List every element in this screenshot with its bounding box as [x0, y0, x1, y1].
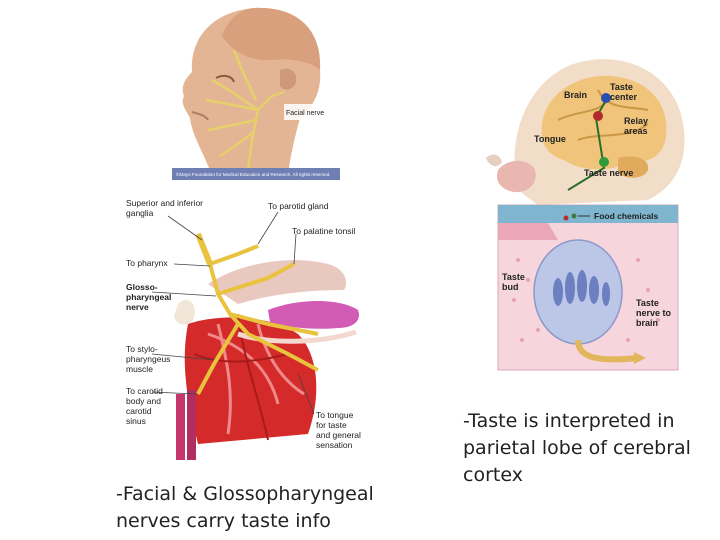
- image-credit-text: ©Mayo Foundation for Medical Education a…: [176, 171, 331, 177]
- label-tongue-taste: To tongue for taste and general sensatio…: [316, 410, 363, 450]
- label-stylopharyngeus: To stylo- pharyngeus muscle: [126, 344, 173, 374]
- label-carotid: To carotid body and carotid sinus: [126, 386, 165, 426]
- caption-right: -Taste is interpreted in parietal lobe o…: [463, 408, 691, 489]
- label-parotid-gland: To parotid gland: [268, 201, 329, 211]
- glossopharyngeal-nerve-illustration: Superior and inferior ganglia To parotid…: [118, 194, 368, 460]
- facial-nerve-head-illustration: Facial nerve ©Mayo Foundation for Medica…: [172, 0, 340, 180]
- label-food-chemicals: Food chemicals: [594, 211, 659, 221]
- label-tongue: Tongue: [534, 134, 566, 144]
- label-palatine-tonsil: To palatine tonsil: [292, 226, 355, 236]
- label-taste-nerve: Taste nerve: [584, 168, 633, 178]
- caption-left-line-2: nerves carry taste info: [116, 510, 331, 532]
- label-pharynx: To pharynx: [126, 258, 168, 268]
- label-relay-areas: Relay areas: [624, 116, 651, 136]
- facial-nerve-label: Facial nerve: [286, 110, 324, 117]
- caption-right-line-2: parietal lobe of cerebral: [463, 437, 691, 459]
- label-taste-center: Taste center: [610, 82, 638, 102]
- caption-left: -Facial & Glossopharyngeal nerves carry …: [116, 481, 374, 535]
- caption-right-line-1: -Taste is interpreted in: [463, 410, 675, 432]
- caption-right-line-3: cortex: [463, 464, 523, 486]
- label-nerve-to-brain: Taste nerve to brain: [636, 298, 674, 328]
- label-brain: Brain: [564, 90, 587, 100]
- caption-left-line-1: -Facial & Glossopharyngeal: [116, 483, 374, 505]
- label-ganglia: Superior and inferior ganglia: [126, 198, 205, 218]
- taste-pathway-illustration: Brain Taste center Relay areas Tongue Ta…: [478, 40, 688, 372]
- label-taste-bud: Taste bud: [502, 272, 527, 292]
- label-glossopharyngeal-nerve: Glosso- pharyngeal nerve: [126, 282, 174, 312]
